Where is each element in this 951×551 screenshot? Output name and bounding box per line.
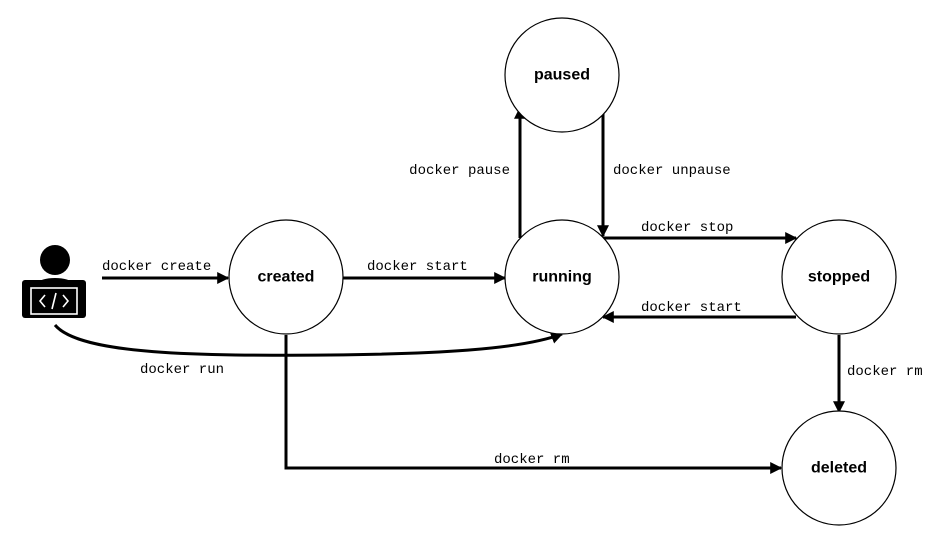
developer-laptop-icon xyxy=(22,245,86,318)
state-label-deleted: deleted xyxy=(811,460,867,477)
label-docker-create: docker create xyxy=(102,259,211,275)
label-docker-stop: docker stop xyxy=(641,220,733,236)
state-label-running: running xyxy=(532,269,592,286)
label-docker-rm-stopped-deleted: docker rm xyxy=(847,364,923,380)
edge-docker-rm-created-deleted xyxy=(284,335,783,474)
state-created: created xyxy=(228,219,344,335)
label-docker-pause: docker pause xyxy=(409,163,510,179)
state-running: running xyxy=(504,219,620,335)
state-label-stopped: stopped xyxy=(808,269,870,286)
label-docker-unpause: docker unpause xyxy=(613,163,731,179)
label-docker-rm-created-deleted: docker rm xyxy=(494,452,570,468)
state-stopped: stopped xyxy=(781,219,897,335)
edge-docker-run xyxy=(53,323,564,357)
label-docker-start-created-running: docker start xyxy=(367,259,468,275)
state-label-created: created xyxy=(258,269,315,286)
state-deleted: deleted xyxy=(781,410,897,526)
state-paused: paused xyxy=(504,17,620,133)
state-label-paused: paused xyxy=(534,67,590,84)
label-docker-run: docker run xyxy=(140,362,224,378)
label-docker-start-stopped-running: docker start xyxy=(641,300,742,316)
